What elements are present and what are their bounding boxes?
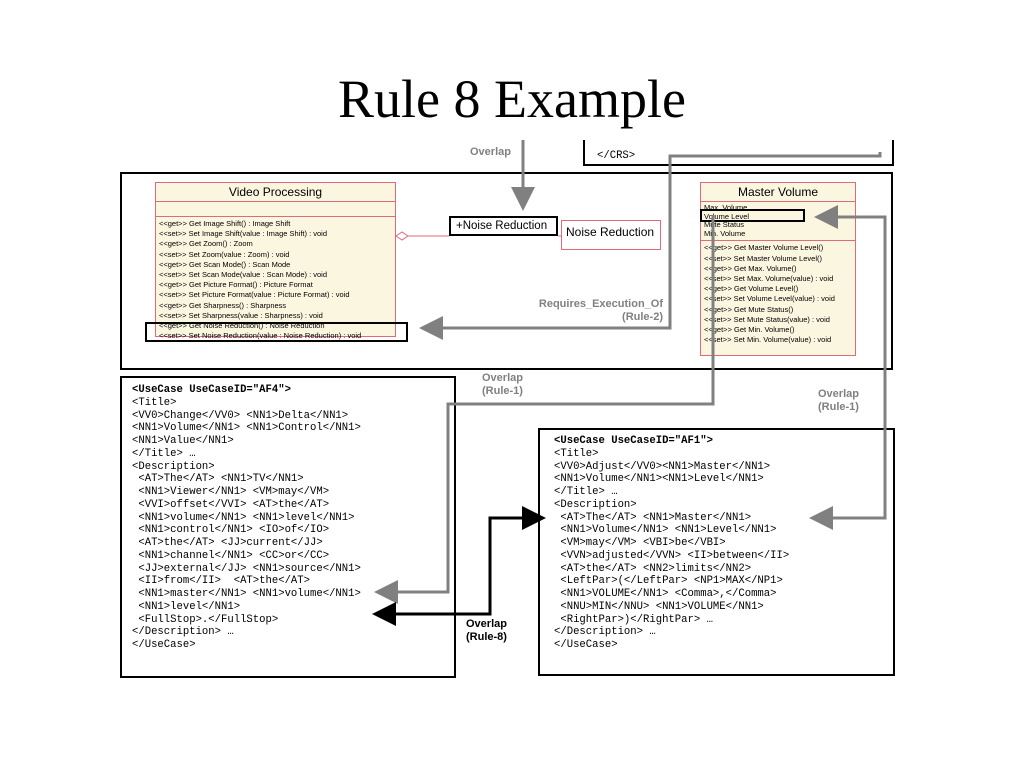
operation-item: <<get>> Get Picture Format() : Picture F… — [159, 280, 313, 290]
rule2-text: (Rule-2) — [622, 311, 663, 323]
usecase-line: <Description> — [554, 498, 637, 511]
usecase-line: <NN1>VOLUME</NN1> <Comma>,</Comma> — [554, 588, 777, 600]
operation-item: <<get>> Get Volume Level() — [704, 284, 799, 294]
usecase-line: <UseCase UseCaseID="AF4"> — [132, 384, 291, 396]
usecase-line: <NN1>Volume</NN1> <NN1>Control</NN1> — [132, 422, 361, 435]
usecase-line: <AT>the</AT> <JJ>current</JJ> — [132, 537, 323, 549]
usecase-line: <NN1>channel</NN1> <CC>or</CC> — [132, 549, 330, 562]
operation-item: <<get>> Get Min. Volume() — [704, 325, 795, 334]
master-volume-ops: <<get>> Get Master Volume Level()<<set>>… — [701, 241, 855, 347]
operation-item: <<get>> Get Sharpness() : Sharpness — [159, 300, 287, 310]
usecase-line: <LeftPar>(</LeftPar> <NP1>MAX</NP1> — [554, 575, 783, 588]
operation-item: <<get>> Get Master Volume Level() — [704, 243, 824, 253]
crs-fragment: </CRS> — [583, 140, 894, 166]
usecase-line: </Title> … — [132, 447, 196, 460]
usecase-line: <NNU>MIN</NNU> <NN1>VOLUME</NN1> — [554, 600, 764, 613]
operation-item: <<set>> Set Noise Reduction(value : Nois… — [159, 331, 362, 341]
usecase-line: <AT>The</AT> <NN1>Master</NN1> — [554, 511, 752, 524]
usecase-line: <VV0>Change</VV0> <NN1>Delta</NN1> — [132, 409, 349, 422]
set-noise-reduction-highlight — [145, 322, 408, 342]
usecase-line: </Description> … — [132, 626, 234, 639]
crs-close-tag: </CRS> — [597, 150, 636, 162]
operation-item: <<set>> Set Min. Volume(value) : void — [704, 335, 832, 345]
volume-level-highlight — [700, 209, 805, 222]
usecase-line: <NN1>control</NN1> <IO>of</IO> — [132, 524, 330, 537]
overlap-rule1-left-label: Overlap (Rule-1) — [482, 372, 523, 398]
usecase-line: <NN1>Volume</NN1><NN1>Level</NN1> — [554, 473, 764, 486]
master-volume-name: Master Volume — [701, 183, 855, 202]
usecase-line: <VVN>adjusted</VVN> <II>between</II> — [554, 549, 790, 562]
operation-item: <<set>> Set Zoom(value : Zoom) : void — [159, 249, 290, 259]
noise-reduction-role-highlight: +Noise Reduction — [449, 216, 558, 236]
usecase-line: <NN1>Value</NN1> — [132, 435, 234, 447]
slide-title: Rule 8 Example — [338, 69, 686, 129]
usecase-line: <NN1>Volume</NN1> <NN1>Level</NN1> — [554, 524, 777, 537]
operation-item: <<set>> Set Image Shift(value : Image Sh… — [159, 229, 328, 239]
noise-reduction-class: Noise Reduction — [561, 220, 661, 250]
usecase-line: <JJ>external</JJ> <NN1>source</NN1> — [132, 562, 361, 575]
video-processing-class: Video Processing <<get>> Get Image Shift… — [155, 182, 396, 340]
usecase-line: <NN1>volume</NN1> <NN1>level</NN1> — [132, 511, 355, 524]
operation-item: <<set>> Set Sharpness(value : Sharpness)… — [159, 310, 323, 320]
overlap-rule8-text: Overlap — [466, 618, 507, 630]
rule1-left-text: (Rule-1) — [482, 385, 523, 397]
overlap-right-text: Overlap — [818, 388, 859, 400]
usecase-line: <Title> — [554, 447, 599, 460]
operation-item: <<get>> Get Mute Status() — [704, 304, 794, 314]
usecase-line: <VVI>offset</VVI> <AT>the</AT> — [132, 498, 330, 511]
usecase-line: <FullStop>.</FullStop> — [132, 613, 279, 626]
operation-item: <<get>> Get Zoom() : Zoom — [159, 239, 253, 249]
usecase-line: <Description> — [132, 460, 215, 473]
usecase-line: </Title> … — [554, 486, 618, 498]
usecase-line: <Title> — [132, 396, 177, 409]
operation-item: <<set>> Set Max. Volume(value) : void — [704, 273, 834, 283]
usecase-line: <II>from</II> <AT>the</AT> — [132, 575, 311, 588]
operation-item: <<set>> Set Scan Mode(value : Scan Mode)… — [159, 270, 328, 280]
operation-item: <<get>> Get Image Shift() : Image Shift — [159, 219, 291, 228]
requires-execution-text: Requires_Execution_Of — [538, 298, 663, 310]
operation-item: <<get>> Get Scan Mode() : Scan Mode — [159, 259, 291, 269]
operation-item: <<get>> Get Noise Reduction() : Noise Re… — [159, 321, 325, 331]
rule8-text: (Rule-8) — [466, 631, 507, 643]
usecase-line: <NN1>master</NN1> <NN1>volume</NN1> — [132, 588, 361, 600]
usecase-line: <AT>the</AT> <NN2>limits</NN2> — [554, 562, 752, 575]
overlap-top-label: Overlap — [470, 146, 511, 158]
usecase-line: <NN1>Viewer</NN1> <VM>may</VM> — [132, 486, 330, 498]
video-processing-attrs — [156, 202, 395, 217]
usecase-line: <VV0>Adjust</VV0><NN1>Master</NN1> — [554, 460, 771, 473]
rule1-right-text: (Rule-1) — [818, 401, 859, 413]
usecase-line: <AT>The</AT> <NN1>TV</NN1> — [132, 473, 304, 486]
usecase-line: </UseCase> — [132, 639, 196, 651]
operation-item: <<set>> Set Volume Level(value) : void — [704, 294, 835, 304]
usecase-line: </UseCase> — [554, 639, 618, 651]
operation-item: <<set>> Set Picture Format(value : Pictu… — [159, 290, 350, 300]
overlap-rule8-label: Overlap (Rule-8) — [466, 618, 507, 644]
operation-item: <<get>> Get Max. Volume() — [704, 263, 797, 273]
noise-reduction-role: +Noise Reduction — [456, 220, 548, 232]
usecase-line: </Description> … — [554, 626, 656, 639]
usecase-line: <NN1>level</NN1> — [132, 600, 241, 613]
noise-reduction-name: Noise Reduction — [566, 225, 655, 239]
attribute-item: Min. Volume — [704, 228, 746, 238]
usecase-af4-box: <UseCase UseCaseID="AF4"><Title><VV0>Cha… — [120, 376, 456, 678]
usecase-af1-box: <UseCase UseCaseID="AF1"><Title><VV0>Adj… — [538, 428, 895, 676]
usecase-line: <VM>may</VM> <VBI>be</VBI> — [554, 537, 726, 549]
operation-item: <<set>> Set Master Volume Level() — [704, 253, 822, 263]
overlap-rule1-right-label: Overlap (Rule-1) — [818, 388, 859, 414]
usecase-af4-text: <UseCase UseCaseID="AF4"><Title><VV0>Cha… — [132, 384, 361, 652]
overlap-left-text: Overlap — [482, 372, 523, 384]
operation-item: <<set>> Set Mute Status(value) : void — [704, 314, 830, 324]
usecase-line: <UseCase UseCaseID="AF1"> — [554, 435, 713, 447]
usecase-line: <RightPar>)</RightPar> … — [554, 613, 713, 626]
video-processing-name: Video Processing — [156, 183, 395, 202]
requires-execution-label: Requires_Execution_Of (Rule-2) — [508, 298, 663, 324]
video-processing-ops: <<get>> Get Image Shift() : Image Shift<… — [156, 217, 395, 343]
usecase-af1-text: <UseCase UseCaseID="AF1"><Title><VV0>Adj… — [554, 435, 789, 652]
